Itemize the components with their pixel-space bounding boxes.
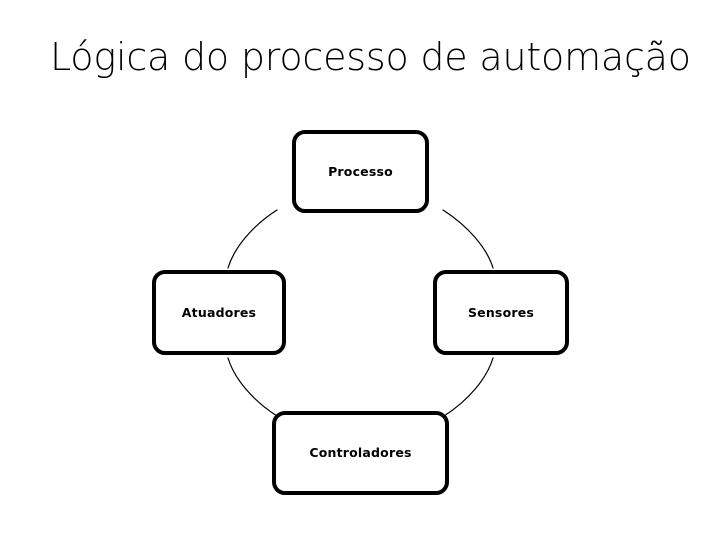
cycle-node-label-controladores: Controladores: [309, 445, 412, 460]
cycle-node-label-sensores: Sensores: [467, 304, 535, 320]
cycle-node-sensores[interactable]: Sensores: [433, 270, 569, 355]
cycle-node-processo[interactable]: Processo: [292, 130, 429, 213]
cycle-node-controladores[interactable]: Controladores: [272, 411, 449, 495]
page-title: Lógica do processo de automação: [50, 35, 691, 79]
connector-atuadores-processo: [227, 209, 278, 269]
connector-controladores-atuadores: [227, 357, 278, 417]
cycle-node-atuadores[interactable]: Atuadores: [152, 270, 286, 355]
cycle-node-label-atuadores: Atuadores: [181, 304, 257, 320]
connector-sensores-controladores: [443, 357, 494, 417]
cycle-node-label-processo: Processo: [328, 163, 393, 179]
connector-processo-sensores: [442, 209, 494, 269]
